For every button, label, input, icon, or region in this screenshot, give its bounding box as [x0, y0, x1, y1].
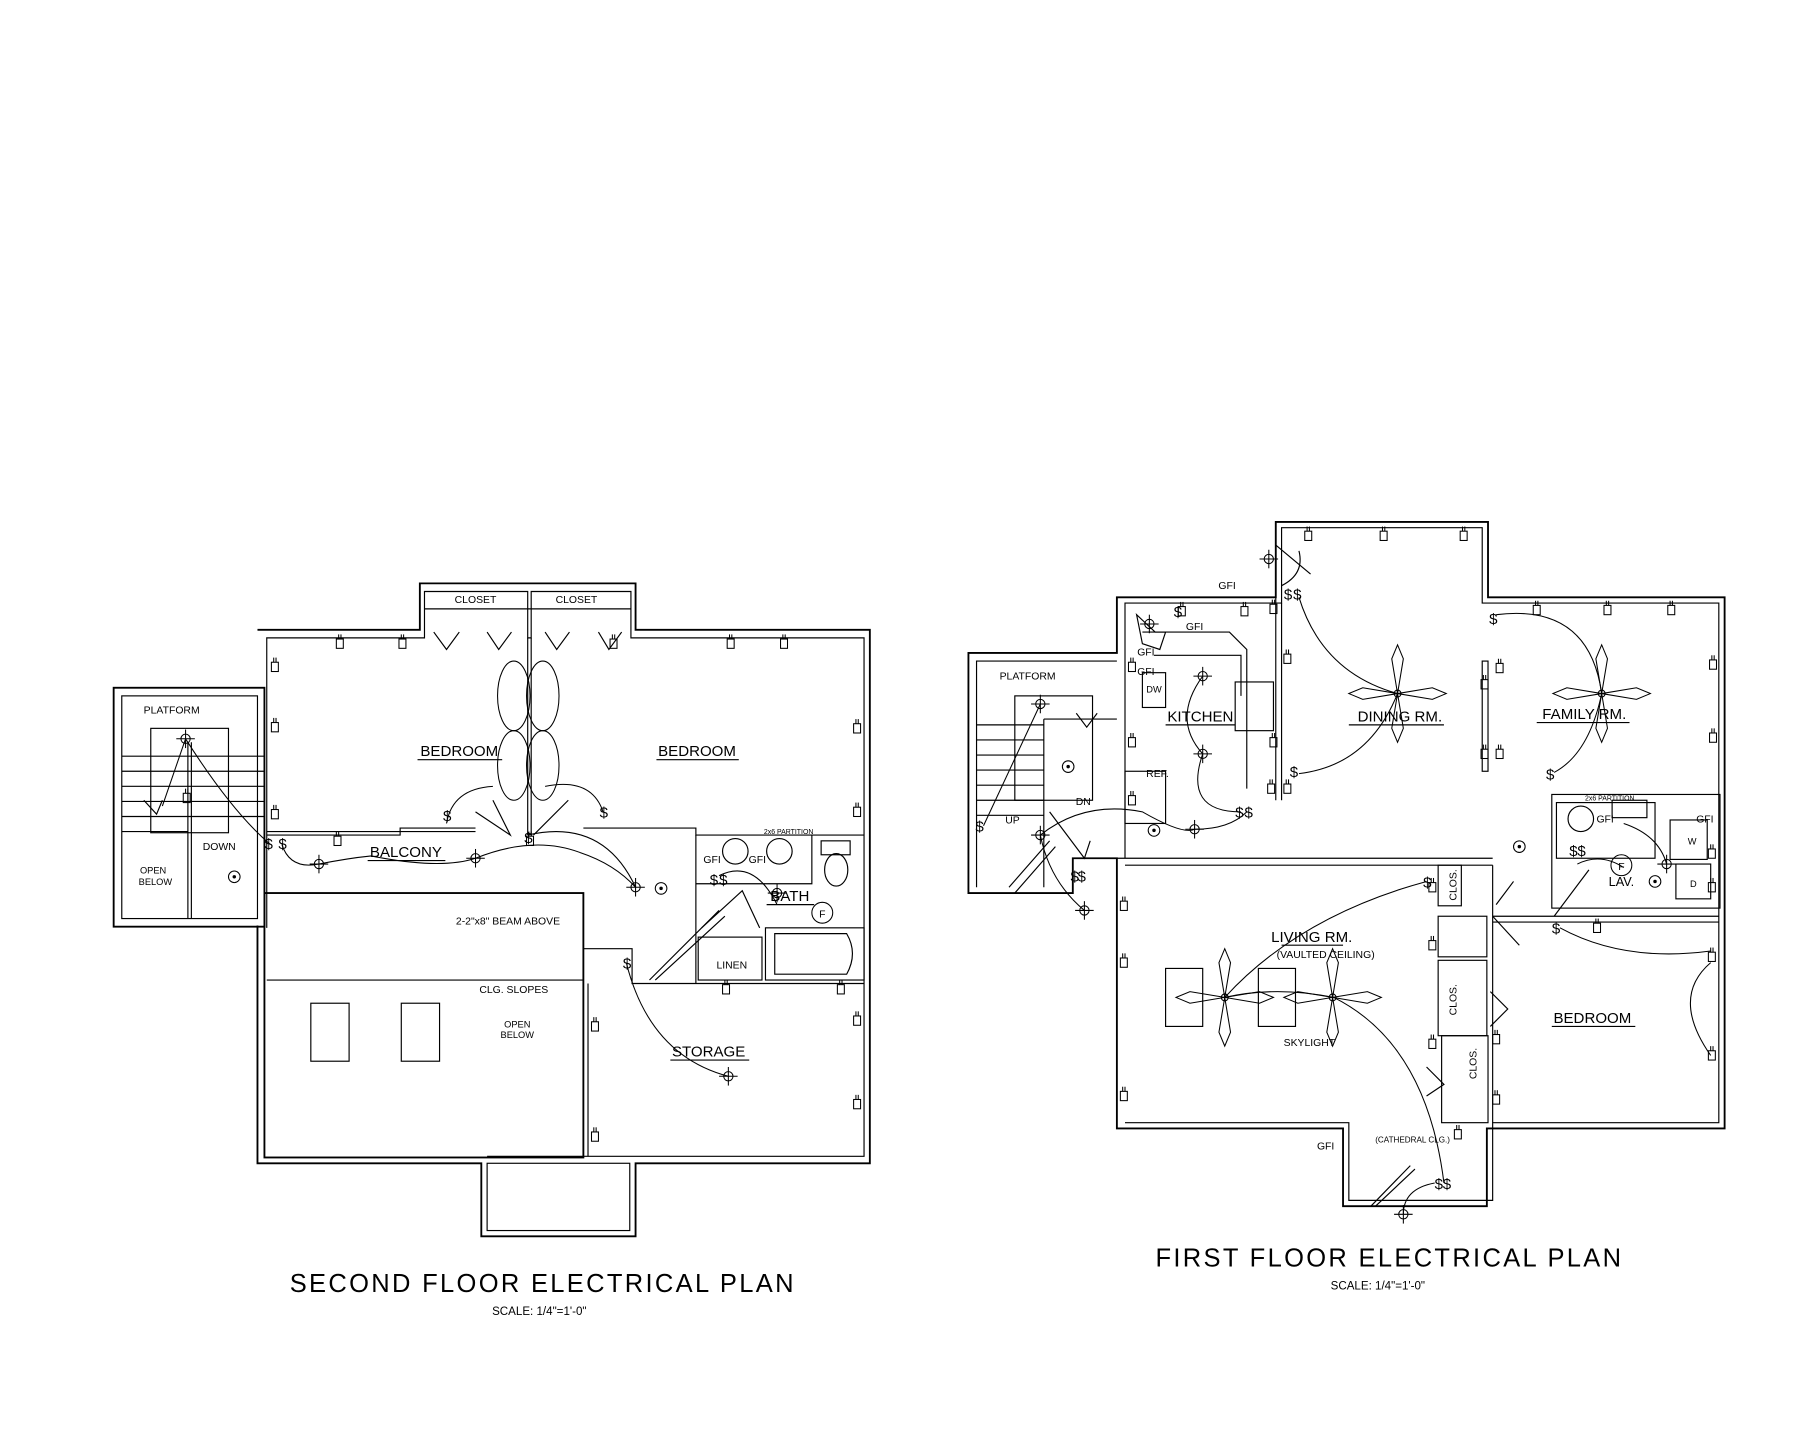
living-room-label: LIVING RM.	[1271, 929, 1352, 946]
gfi-label: GFI	[703, 855, 720, 866]
bath-label: BATH	[770, 888, 809, 905]
stair-box	[112, 686, 266, 928]
dining-room-label: DINING RM.	[1358, 708, 1443, 725]
cathedral-ceiling-label: (CATHEDRAL CLG.)	[1375, 1135, 1450, 1144]
first-floor-plan: F GFI GFI GFI GFI PLATFORM DW KITCHEN RE…	[967, 520, 1726, 1293]
beam-label: 2-2"x8" BEAM ABOVE	[456, 916, 560, 927]
gfi-label: GFI	[1596, 814, 1613, 825]
fan-symbol: F	[1618, 862, 1624, 873]
second-floor-outer-wall	[256, 582, 871, 1238]
partition-label: 2x6 PARTITION	[1585, 795, 1634, 802]
skylight	[1165, 967, 1204, 1027]
kitchen-label: KITCHEN	[1167, 708, 1233, 725]
second-floor-scale: SCALE: 1/4"=1'-0"	[492, 1306, 586, 1318]
fan-symbol: F	[819, 909, 825, 920]
open-below-label: BELOW	[139, 877, 173, 887]
family-room-label: FAMILY RM.	[1542, 706, 1626, 723]
closet-label: CLOS.	[1468, 1048, 1479, 1079]
gfi-label: GFI	[1218, 581, 1235, 592]
closet-label: CLOS.	[1449, 984, 1460, 1015]
gfi-label: GFI	[1186, 622, 1203, 633]
gfi-label: GFI	[1137, 647, 1154, 658]
platform-label: PLATFORM	[1000, 672, 1056, 683]
bedroom-label: BEDROOM	[1553, 1010, 1631, 1027]
open-below-label: OPEN	[140, 865, 166, 875]
storage-label: STORAGE	[672, 1044, 745, 1061]
down-label: DOWN	[203, 842, 236, 853]
platform-label: PLATFORM	[144, 705, 200, 716]
dryer-label: D	[1690, 879, 1697, 889]
vaulted-ceiling-label: (VAULTED CEILING)	[1277, 950, 1375, 961]
closet-label: CLOS.	[1449, 869, 1460, 900]
skylight-label: SKYLIGHT	[1284, 1038, 1336, 1049]
skylight	[400, 1002, 441, 1062]
first-floor-title: FIRST FLOOR ELECTRICAL PLAN	[1155, 1244, 1623, 1272]
first-floor-scale: SCALE: 1/4"=1'-0"	[1331, 1281, 1425, 1293]
gfi-label: GFI	[1317, 1141, 1334, 1152]
down-label: DN	[1076, 797, 1091, 808]
washer-label: W	[1688, 836, 1697, 846]
second-floor-plan: F CLOSET CLOSET PLATFORM BEDROOM BEDROOM…	[112, 582, 871, 1318]
closet-label: CLOSET	[455, 595, 497, 606]
gfi-label: GFI	[749, 855, 766, 866]
bedroom-label: BEDROOM	[658, 743, 736, 760]
skylight	[1257, 967, 1297, 1027]
open-below-label: OPEN	[504, 1020, 530, 1030]
refrigerator-label: REF.	[1146, 769, 1169, 780]
ceiling-slopes-label: CLG. SLOPES	[479, 985, 548, 996]
up-label: UP	[1005, 815, 1020, 826]
dishwasher-label: DW	[1146, 684, 1162, 694]
closet-label: CLOSET	[556, 595, 598, 606]
partition-label: 2x6 PARTITION	[764, 829, 813, 836]
gfi-label: GFI	[1696, 814, 1713, 825]
skylight	[310, 1002, 350, 1062]
linen-label: LINEN	[716, 960, 747, 971]
gfi-label: GFI	[1137, 667, 1154, 678]
balcony-label: BALCONY	[370, 844, 442, 861]
open-below-label: BELOW	[501, 1030, 535, 1040]
second-floor-title: SECOND FLOOR ELECTRICAL PLAN	[290, 1270, 796, 1298]
open-below-area	[263, 892, 585, 1159]
lav-label: LAV.	[1609, 874, 1635, 889]
bedroom-label: BEDROOM	[420, 743, 498, 760]
